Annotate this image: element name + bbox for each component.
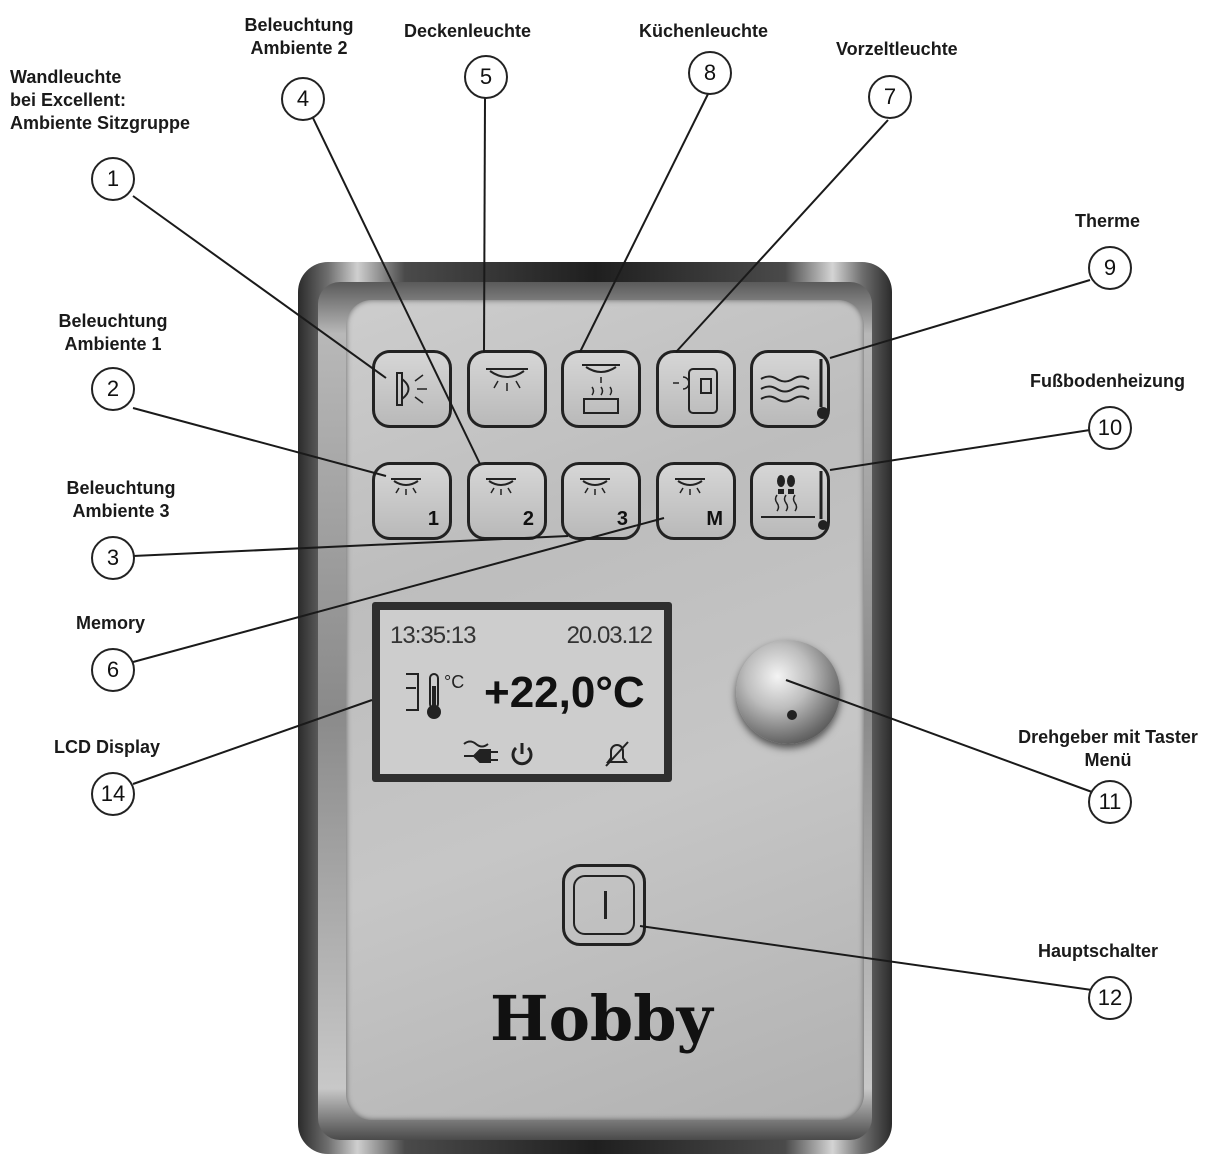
mains-power-icon bbox=[463, 740, 498, 763]
boiler-button[interactable] bbox=[750, 350, 830, 428]
floor-heating-icon bbox=[761, 471, 827, 530]
label-lcd-display: LCD Display bbox=[54, 737, 161, 757]
wall-light-icon bbox=[396, 372, 427, 406]
lcd-unit-small: °C bbox=[444, 672, 464, 692]
boiler-icon bbox=[760, 359, 827, 419]
rotary-encoder-knob[interactable] bbox=[736, 640, 840, 744]
lcd-date: 20.03.12 bbox=[566, 622, 653, 649]
callout-10: 10 bbox=[1088, 406, 1132, 450]
callout-6: 6 bbox=[91, 648, 135, 692]
power-symbol-icon bbox=[511, 743, 533, 766]
ambient-light-icon bbox=[486, 478, 516, 495]
main-switch-icon bbox=[573, 875, 635, 935]
memory-button[interactable]: M bbox=[656, 462, 736, 540]
label-main-switch: Hauptschalter bbox=[1038, 941, 1159, 961]
ambient-1-button[interactable]: 1 bbox=[372, 462, 452, 540]
kitchen-light-icon bbox=[582, 364, 620, 414]
brand-logo: Hobby bbox=[490, 982, 713, 1055]
awning-light-button[interactable] bbox=[656, 350, 736, 428]
label-awning-light: Vorzeltleuchte bbox=[836, 39, 958, 59]
label-floor-heating: Fußbodenheizung bbox=[1030, 371, 1185, 391]
ceiling-light-button[interactable] bbox=[467, 350, 547, 428]
button-number: M bbox=[706, 508, 723, 530]
label-boiler: Therme bbox=[1075, 211, 1141, 231]
main-switch-button[interactable] bbox=[562, 864, 646, 946]
knob-marker bbox=[787, 710, 797, 720]
callout-9: 9 bbox=[1088, 246, 1132, 290]
label-kitchen-light: Küchenleuchte bbox=[639, 21, 769, 41]
awning-light-icon bbox=[673, 368, 718, 414]
callout-1: 1 bbox=[91, 157, 135, 201]
ambient-2-button[interactable]: 2 bbox=[467, 462, 547, 540]
room-thermometer-icon: °C bbox=[406, 672, 464, 719]
lcd-time: 13:35:13 bbox=[390, 622, 476, 649]
kitchen-light-button[interactable] bbox=[561, 350, 641, 428]
button-number: 2 bbox=[522, 508, 534, 530]
callout-2: 2 bbox=[91, 367, 135, 411]
callout-3: 3 bbox=[91, 536, 135, 580]
ambient-light-icon bbox=[675, 478, 705, 495]
lcd-display: 13:35:13 20.03.12 °C +22,0°C bbox=[372, 602, 672, 782]
label-ceiling-light: Deckenleuchte bbox=[404, 21, 532, 41]
callout-7: 7 bbox=[868, 75, 912, 119]
ambient-light-icon bbox=[391, 478, 421, 495]
floor-heating-button[interactable] bbox=[750, 462, 830, 540]
label-memory: Memory bbox=[76, 613, 146, 633]
lcd-temperature: +22,0°C bbox=[484, 668, 645, 717]
ambient-light-icon bbox=[580, 478, 610, 495]
callout-14: 14 bbox=[91, 772, 135, 816]
callout-12: 12 bbox=[1088, 976, 1132, 1020]
ambient-3-button[interactable]: 3 bbox=[561, 462, 641, 540]
callout-8: 8 bbox=[688, 51, 732, 95]
button-number: 1 bbox=[427, 508, 439, 530]
button-number: 3 bbox=[616, 508, 628, 530]
callout-5: 5 bbox=[464, 55, 508, 99]
callout-4: 4 bbox=[281, 77, 325, 121]
alarm-off-icon bbox=[605, 741, 629, 767]
ceiling-light-icon bbox=[486, 368, 528, 391]
callout-11: 11 bbox=[1088, 780, 1132, 824]
wall-light-button[interactable] bbox=[372, 350, 452, 428]
